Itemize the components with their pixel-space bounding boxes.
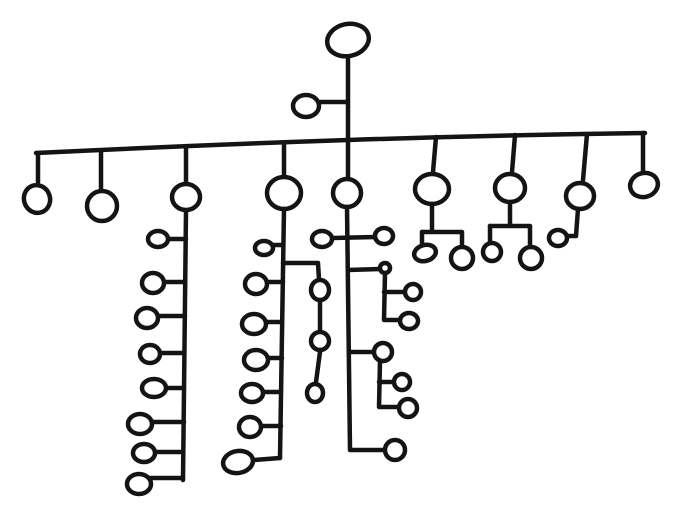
root-node	[324, 21, 372, 59]
column-3-trunk	[180, 208, 189, 483]
column-5-node	[309, 228, 335, 250]
column-5-node	[382, 437, 408, 463]
column-7-node	[517, 244, 545, 272]
column-5-trunk	[344, 204, 388, 453]
level1-node-9	[627, 170, 661, 200]
sub-node	[397, 310, 421, 332]
column-4-trunk	[277, 206, 287, 461]
column-8-subtree	[546, 206, 581, 249]
column-4-subtree	[220, 206, 332, 476]
column-7-subtree	[480, 199, 545, 272]
sub-node	[402, 281, 424, 303]
column-4-node	[236, 414, 264, 440]
level1-node-5	[330, 176, 364, 210]
level-1-nodes	[21, 170, 661, 224]
column-5-node	[371, 340, 395, 364]
column-3-node	[139, 270, 167, 296]
column-4-node	[238, 381, 266, 405]
drop-line	[509, 132, 518, 175]
sub-node	[308, 329, 332, 353]
sub-node	[304, 381, 326, 405]
column-3-node	[139, 376, 169, 400]
column-3-subtree	[124, 208, 189, 497]
column-4-node	[239, 311, 269, 337]
column-5-subtree	[309, 204, 424, 463]
drop-line	[580, 131, 590, 183]
level1-node-4	[264, 174, 304, 212]
branch-line	[345, 266, 383, 273]
sub-branch-line	[280, 260, 322, 283]
column-3-node	[125, 411, 155, 437]
column-3-node	[145, 228, 171, 250]
sub-branch-line	[376, 358, 403, 410]
column-7-node	[480, 240, 504, 264]
main-horizontal-bar	[33, 130, 648, 156]
column-8-node	[546, 227, 570, 249]
sub-branch-line	[313, 349, 323, 385]
level1-node-1	[21, 182, 53, 216]
main-drops	[35, 130, 646, 193]
level1-node-8	[563, 180, 597, 212]
column-5-node	[372, 225, 396, 247]
branch-line	[419, 229, 465, 251]
sub-node	[391, 371, 413, 393]
column-6-node	[448, 244, 476, 272]
column-3-node	[137, 342, 163, 366]
level1-node-3	[169, 181, 203, 213]
column-6-node	[411, 242, 439, 264]
column-6-subtree	[411, 201, 476, 272]
column-4-node	[220, 448, 256, 476]
sub-branch-line	[381, 270, 405, 323]
sub-node	[308, 277, 332, 303]
root-branch	[290, 21, 372, 143]
column-3-node	[130, 441, 158, 465]
level1-node-7	[492, 171, 528, 205]
column-4-node	[252, 238, 276, 258]
column-3-node	[133, 305, 161, 331]
column-4-node	[241, 347, 271, 373]
level1-node-6	[412, 171, 452, 207]
branch-line	[251, 455, 283, 463]
assistant-node	[290, 92, 322, 120]
branch-line	[330, 234, 378, 241]
drop-line	[430, 134, 439, 175]
branch-line	[487, 223, 533, 249]
level1-node-2	[84, 188, 120, 224]
sub-node	[396, 396, 420, 420]
column-3-node	[124, 471, 154, 497]
column-4-node	[242, 271, 270, 297]
